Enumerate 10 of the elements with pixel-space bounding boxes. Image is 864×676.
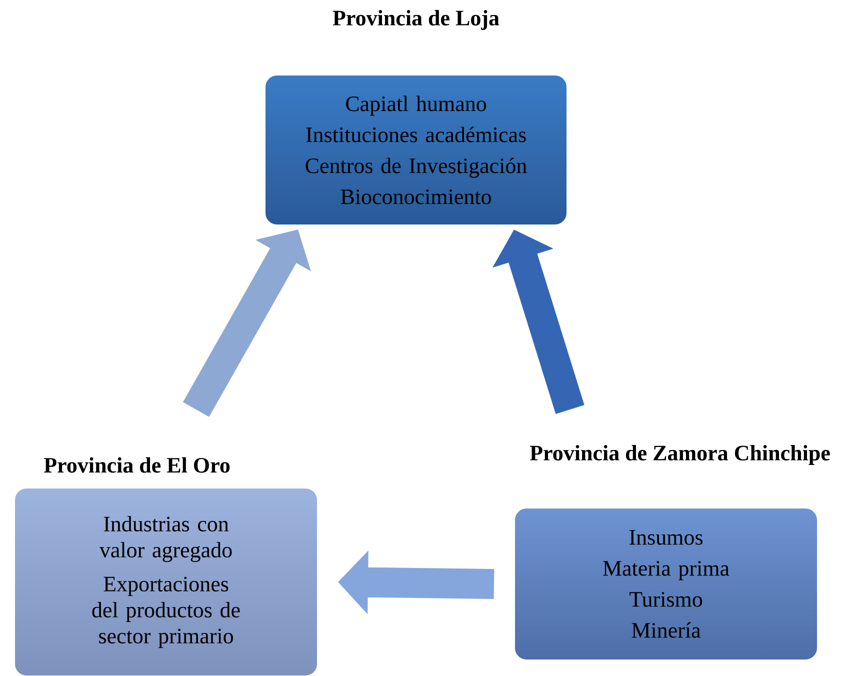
heading: Provincia de Zamora Chinchipe [530,445,830,465]
heading: Provincia de Loja [332,10,500,30]
heading: Provincia de El Oro [44,457,230,473]
rounded-box: Capiatl humano Instituciones académicas Centros de Investigación Bioconocimiento [264,74,568,226]
node-label: Bioconocimiento [340,189,491,204]
rounded-box: Insumos Materia prima Turismo Minería [514,508,818,660]
node-label: Centros de Investigación [306,158,527,178]
rounded-box: Industrias con valor agregado Exportaciones del productos de sector primario [14,488,318,676]
node-label: Capiatl humano [346,96,486,116]
node-label: Instituciones académicas [306,126,526,142]
